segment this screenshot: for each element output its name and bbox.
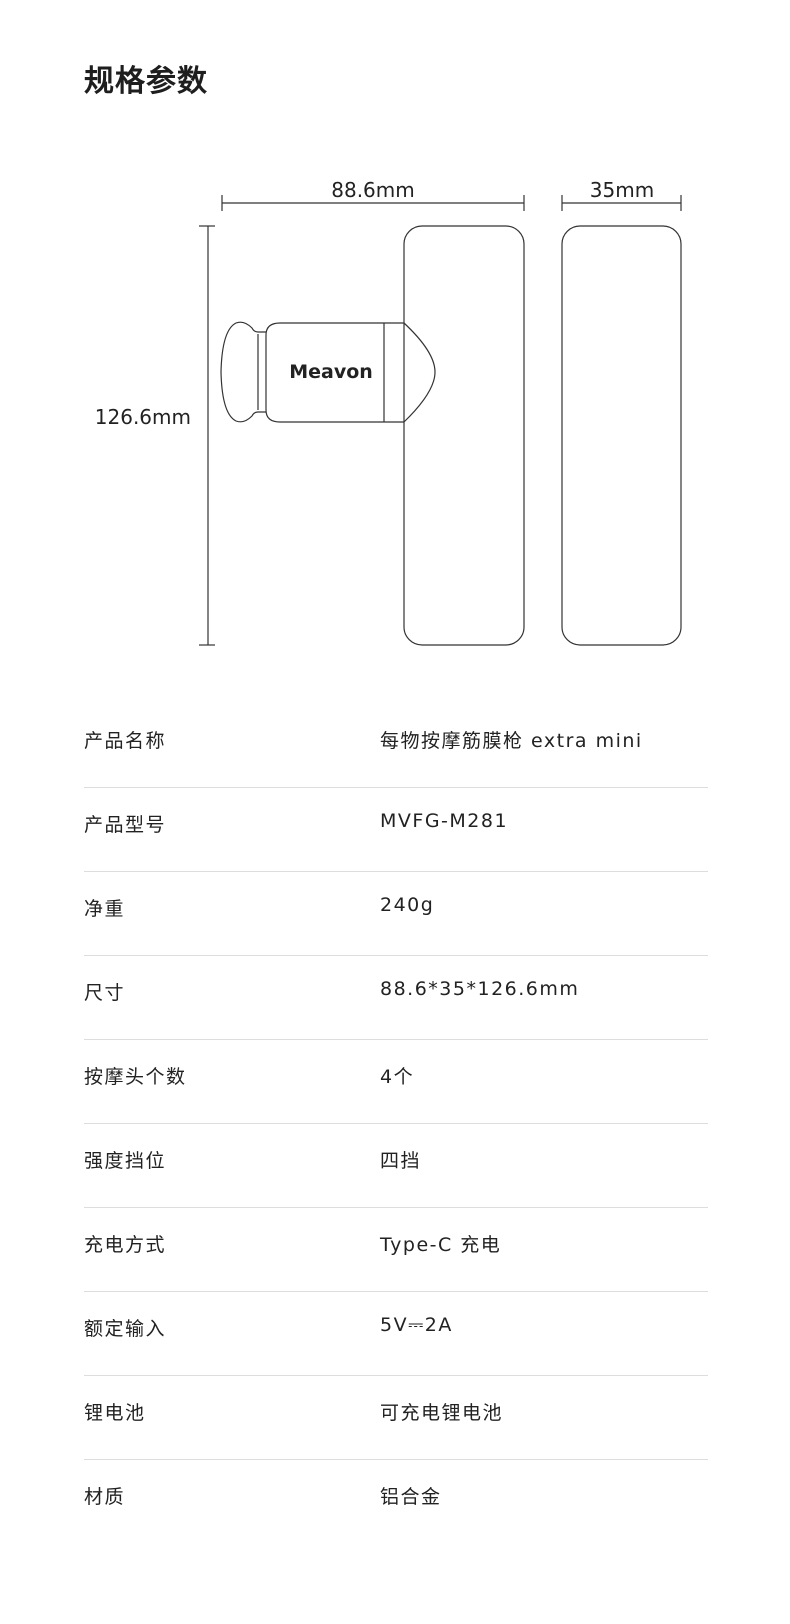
spec-table: 产品名称 每物按摩筋膜枪 extra mini 产品型号 MVFG-M281 净… <box>84 704 708 1543</box>
height-dimension-line <box>199 225 215 646</box>
spec-row: 锂电池 可充电锂电池 <box>84 1376 708 1460</box>
spec-label: 产品名称 <box>84 730 167 752</box>
spec-row: 强度挡位 四挡 <box>84 1124 708 1208</box>
spec-row: 按摩头个数 4个 <box>84 1040 708 1124</box>
spec-value: 四挡 <box>380 1150 422 1172</box>
spec-value: MVFG-M281 <box>380 810 509 832</box>
spec-value: 5V⎓2A <box>380 1314 453 1336</box>
spec-row: 产品名称 每物按摩筋膜枪 extra mini <box>84 704 708 788</box>
spec-label: 锂电池 <box>84 1402 146 1424</box>
spec-row: 额定输入 5V⎓2A <box>84 1292 708 1376</box>
spec-value: 铝合金 <box>380 1486 442 1508</box>
device-side-view <box>561 225 682 646</box>
spec-label: 尺寸 <box>84 982 126 1004</box>
page-title: 规格参数 <box>84 64 208 99</box>
spec-label: 净重 <box>84 898 126 920</box>
depth-dimension-line <box>561 195 682 211</box>
spec-value: 每物按摩筋膜枪 extra mini <box>380 730 643 752</box>
product-dimension-diagram: 88.6mm 35mm 126.6mm Meavon <box>95 178 682 646</box>
brand-logo: Meavon <box>289 361 373 383</box>
width-dimension-line <box>221 195 525 211</box>
spec-row: 材质 铝合金 <box>84 1460 708 1543</box>
spec-row: 尺寸 88.6*35*126.6mm <box>84 956 708 1040</box>
spec-label: 产品型号 <box>84 814 167 836</box>
spec-label: 充电方式 <box>84 1234 167 1256</box>
spec-value: 240g <box>380 894 435 916</box>
spec-value: 可充电锂电池 <box>380 1402 504 1424</box>
spec-value: 88.6*35*126.6mm <box>380 978 580 1000</box>
spec-value: Type-C 充电 <box>380 1234 502 1256</box>
spec-row: 产品型号 MVFG-M281 <box>84 788 708 872</box>
spec-row: 净重 240g <box>84 872 708 956</box>
spec-label: 强度挡位 <box>84 1150 167 1172</box>
spec-value: 4个 <box>380 1066 415 1088</box>
device-handle-front <box>403 225 525 646</box>
spec-row: 充电方式 Type-C 充电 <box>84 1208 708 1292</box>
spec-label: 额定输入 <box>84 1318 167 1340</box>
device-head <box>265 322 436 423</box>
spec-label: 材质 <box>84 1486 126 1508</box>
massage-head-icon <box>220 321 266 423</box>
depth-label: 35mm <box>590 178 654 202</box>
spec-label: 按摩头个数 <box>84 1066 187 1088</box>
height-label: 126.6mm <box>95 405 191 429</box>
width-label: 88.6mm <box>331 178 415 202</box>
